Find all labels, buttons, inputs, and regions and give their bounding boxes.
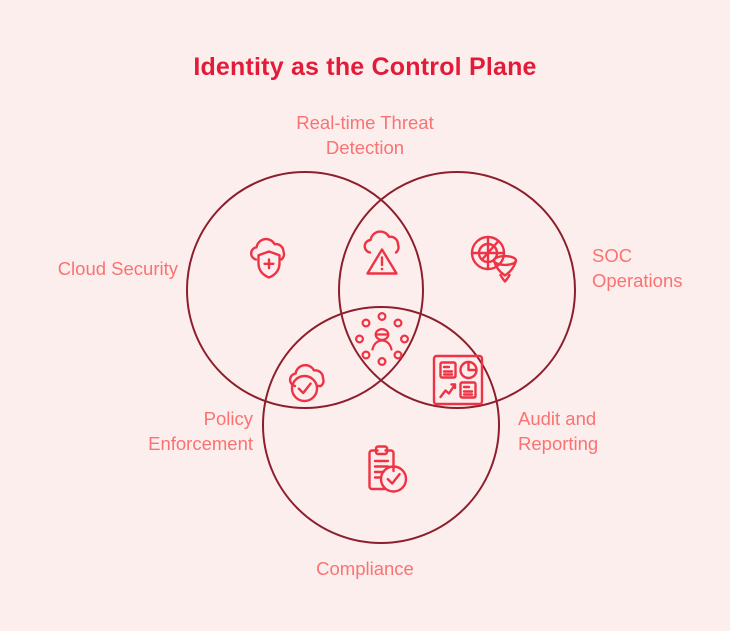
label-compliance: Compliance — [0, 556, 730, 581]
identity-network-icon — [351, 308, 413, 370]
page-title: Identity as the Control Plane — [193, 53, 537, 81]
label-threat-line-1: Real-time Threat — [296, 112, 434, 133]
label-policy-line-2: Enforcement — [148, 433, 253, 454]
label-soc-line-1: SOC — [592, 245, 633, 266]
label-policy-enforcement: Policy Enforcement — [78, 406, 253, 456]
label-audit-line-2: Reporting — [518, 433, 599, 454]
cloud-shield-plus-icon — [243, 232, 295, 284]
label-cloud-security-text: Cloud Security — [57, 258, 178, 279]
label-policy-line-1: Policy — [203, 408, 253, 429]
clipboard-check-icon — [355, 443, 411, 497]
label-audit-and-reporting: Audit and Reporting — [518, 406, 693, 456]
venn-circle-compliance[interactable] — [262, 306, 500, 544]
label-cloud-security: Cloud Security — [18, 256, 178, 281]
report-dashboard-icon — [430, 352, 486, 408]
label-soc-line-2: Operations — [592, 270, 683, 291]
label-soc-operations: SOC Operations — [592, 243, 722, 293]
cloud-warning-icon — [355, 228, 409, 282]
radar-funnel-icon — [467, 234, 523, 286]
label-threat-line-2: Detection — [325, 137, 405, 158]
cloud-check-icon — [281, 358, 335, 408]
label-audit-line-1: Audit and — [518, 408, 597, 429]
venn-circle-soc-operations[interactable] — [338, 171, 576, 409]
venn-circle-cloud-security[interactable] — [186, 171, 424, 409]
label-real-time-threat-detection: Real-time Threat Detection — [0, 110, 730, 160]
label-compliance-text: Compliance — [316, 558, 414, 579]
